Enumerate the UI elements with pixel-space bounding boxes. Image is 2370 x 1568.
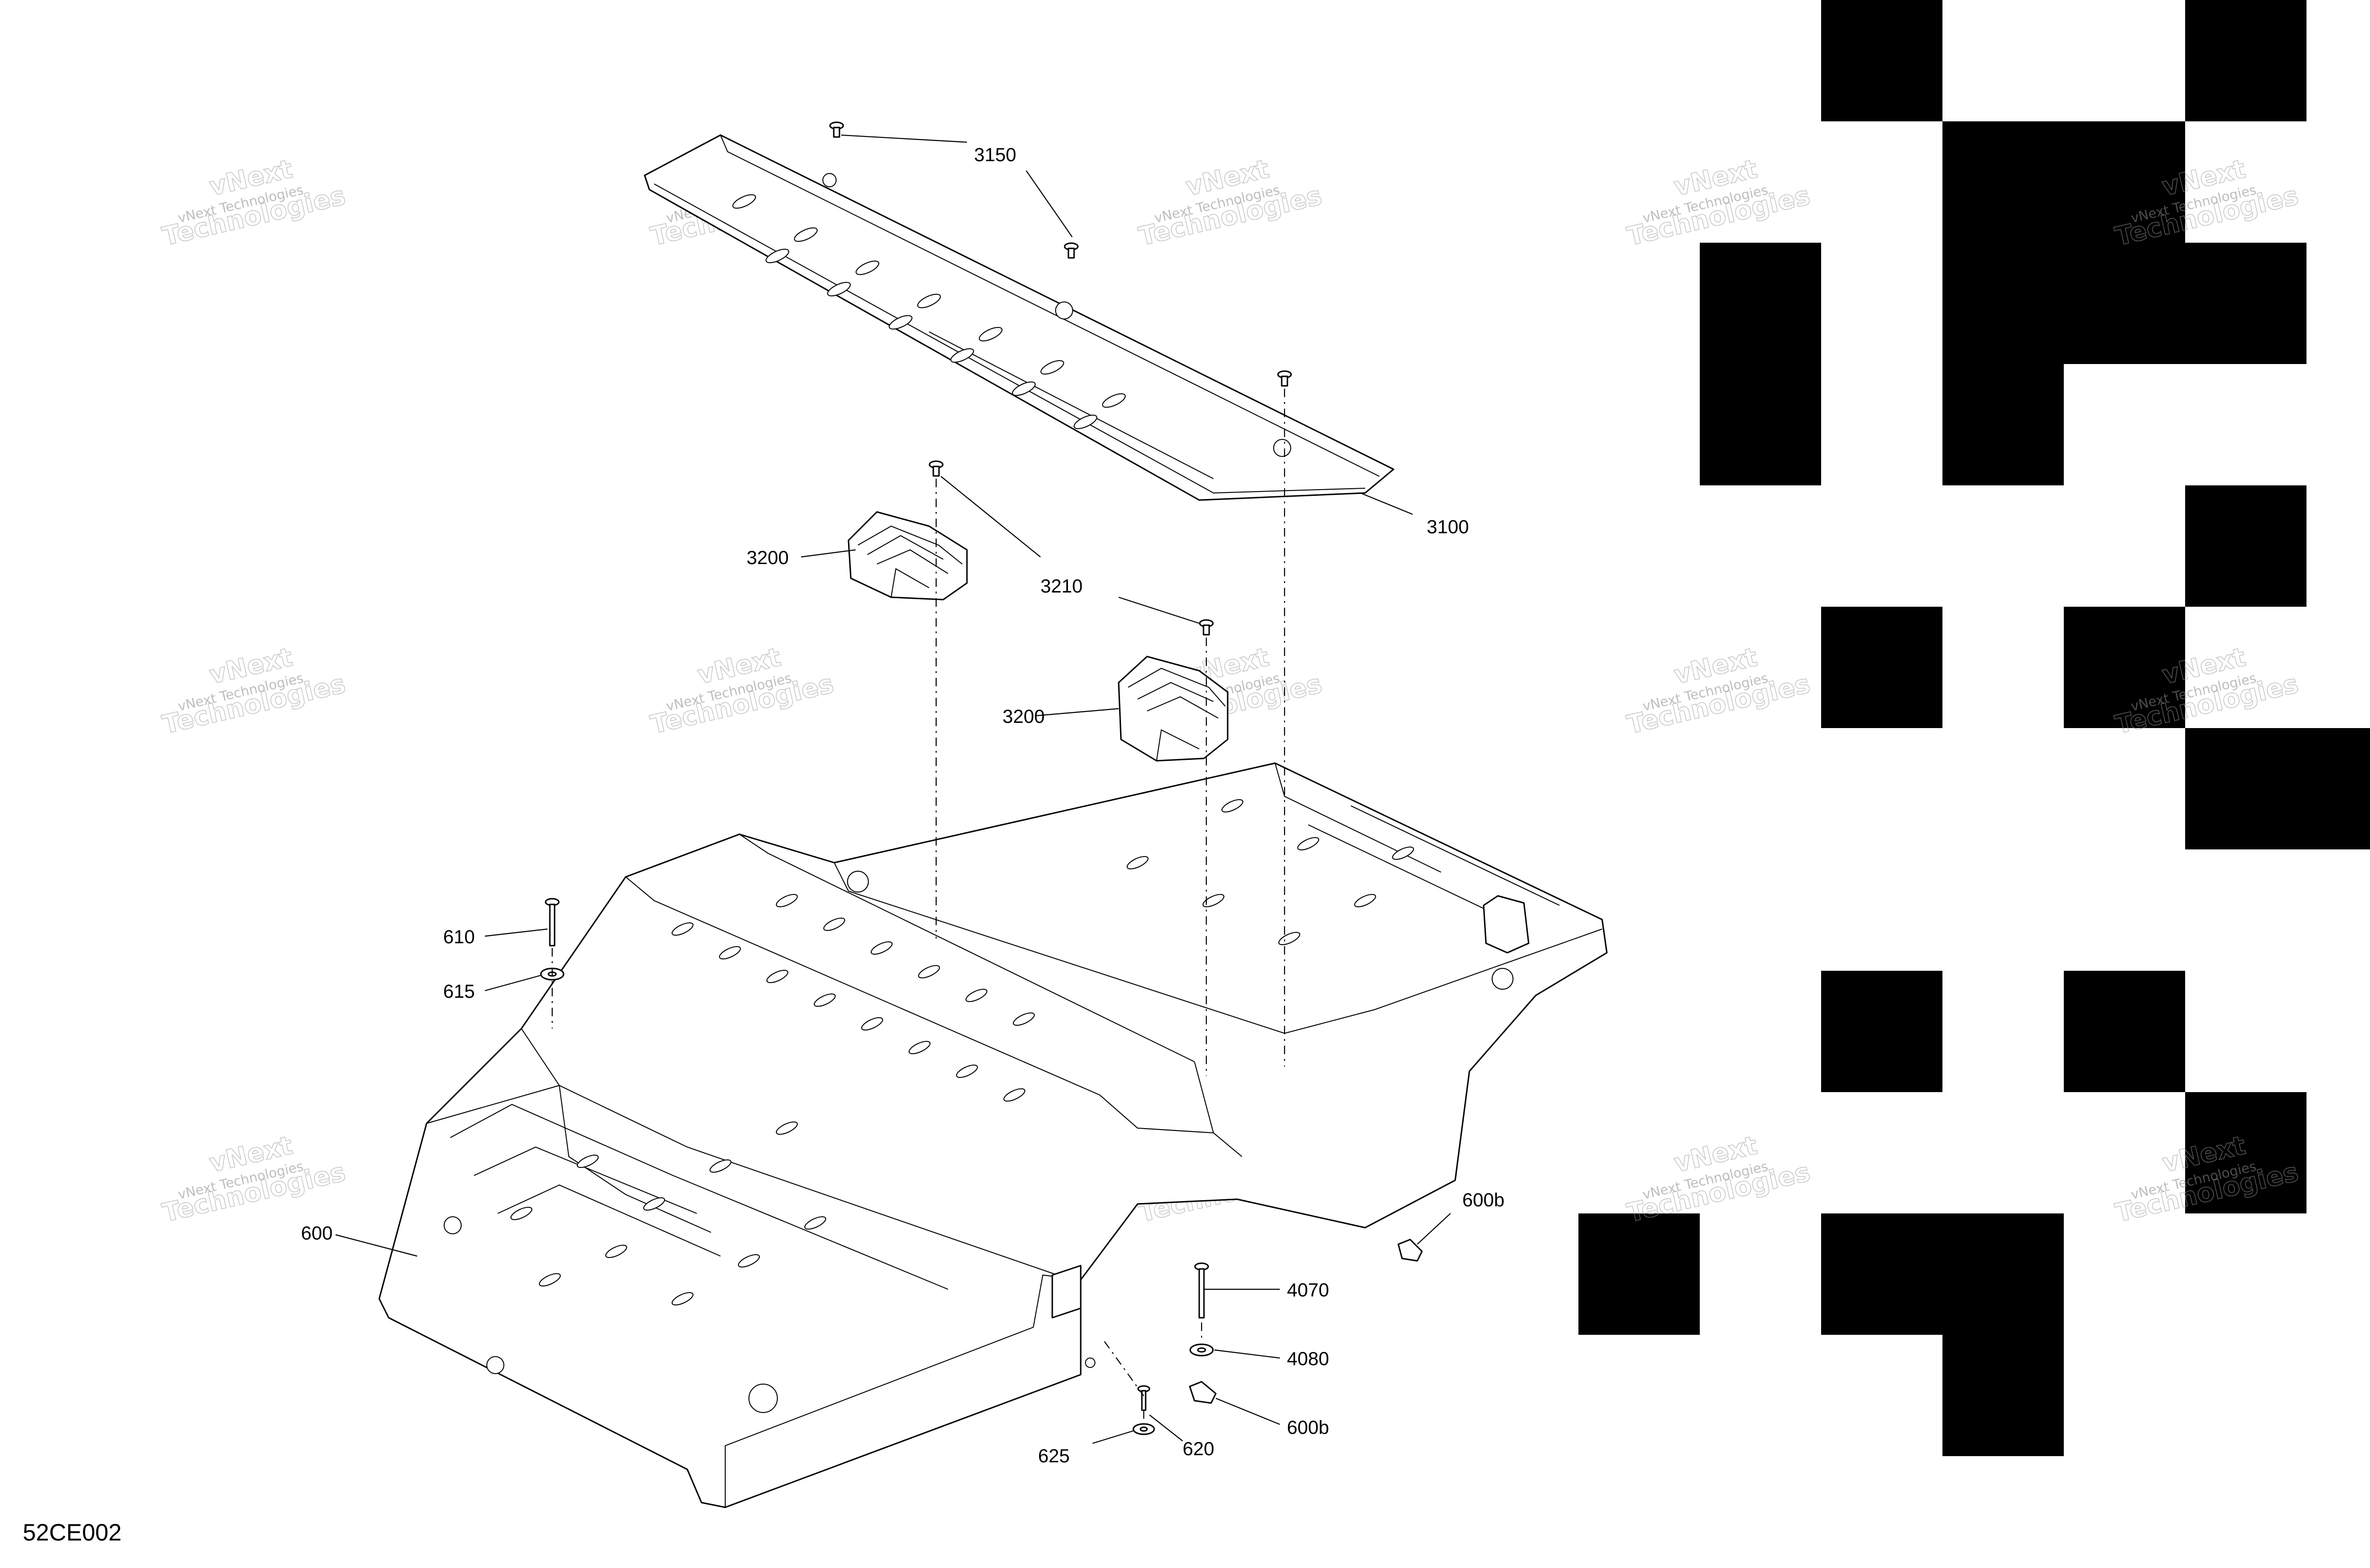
push-rivet (929, 460, 944, 477)
callout-620: 620 (1183, 1439, 1214, 1459)
callout-600b-lower: 600b (1287, 1417, 1329, 1438)
screw-4070 (1194, 1262, 1209, 1319)
callout-625: 625 (1038, 1446, 1070, 1467)
clip-600b-upper (1397, 1239, 1423, 1262)
push-rivet (1199, 619, 1214, 636)
watermark: vNext Technologies vNext Technologies (1136, 154, 1325, 252)
tunnel-cover-part-3100 (644, 134, 1395, 501)
callout-615: 615 (443, 981, 475, 1002)
washer-625 (1132, 1423, 1155, 1435)
clip-600b-lower (1189, 1381, 1217, 1404)
callout-3150: 3150 (974, 145, 1016, 165)
watermark: vNext Technologies vNext Technologies (159, 154, 349, 252)
screw-610 (545, 898, 560, 947)
callout-610: 610 (443, 927, 475, 948)
callout-labels: 3150 3100 3200 3210 3200 610 615 600 600… (301, 145, 1504, 1467)
callout-3100: 3100 (1427, 517, 1469, 538)
watermark: vNext Technologies vNext Technologies (159, 642, 349, 740)
reference-code: 52CE002 (23, 1519, 122, 1546)
callout-3200-upper: 3200 (747, 547, 789, 568)
watermark: vNext Technologies vNext Technologies (1624, 154, 1814, 252)
skid-plate-slots (444, 799, 1513, 1413)
watermark: vNext Technologies vNext Technologies (159, 1130, 349, 1229)
tunnel-cover-slots (732, 173, 1291, 457)
watermark: vNext Technologies vNext Technologies (1624, 642, 1814, 740)
callout-4070: 4070 (1287, 1280, 1329, 1301)
push-rivet (1064, 242, 1079, 259)
washer-4080 (1189, 1343, 1214, 1357)
skid-plate-part-600 (378, 762, 1608, 1508)
callout-3200-lower: 3200 (1003, 706, 1045, 727)
screw-620 (1137, 1385, 1150, 1411)
qr-code-pattern (1578, 0, 2370, 1456)
callout-600: 600 (301, 1223, 333, 1244)
callout-4080: 4080 (1287, 1349, 1329, 1369)
assembly-lines (551, 389, 1285, 1422)
callout-600b-upper: 600b (1462, 1190, 1504, 1211)
push-rivets-3150 (829, 121, 1292, 636)
push-rivet (829, 121, 844, 138)
watermark: vNext Technologies vNext Technologies (1624, 1130, 1814, 1229)
bracket-3200-left (848, 511, 968, 601)
watermark: vNext Technologies vNext Technologies (647, 642, 837, 740)
push-rivet (1277, 370, 1292, 387)
callout-3210: 3210 (1040, 576, 1083, 597)
leader-lines (335, 134, 1451, 1444)
bracket-3200-right (1118, 656, 1229, 762)
